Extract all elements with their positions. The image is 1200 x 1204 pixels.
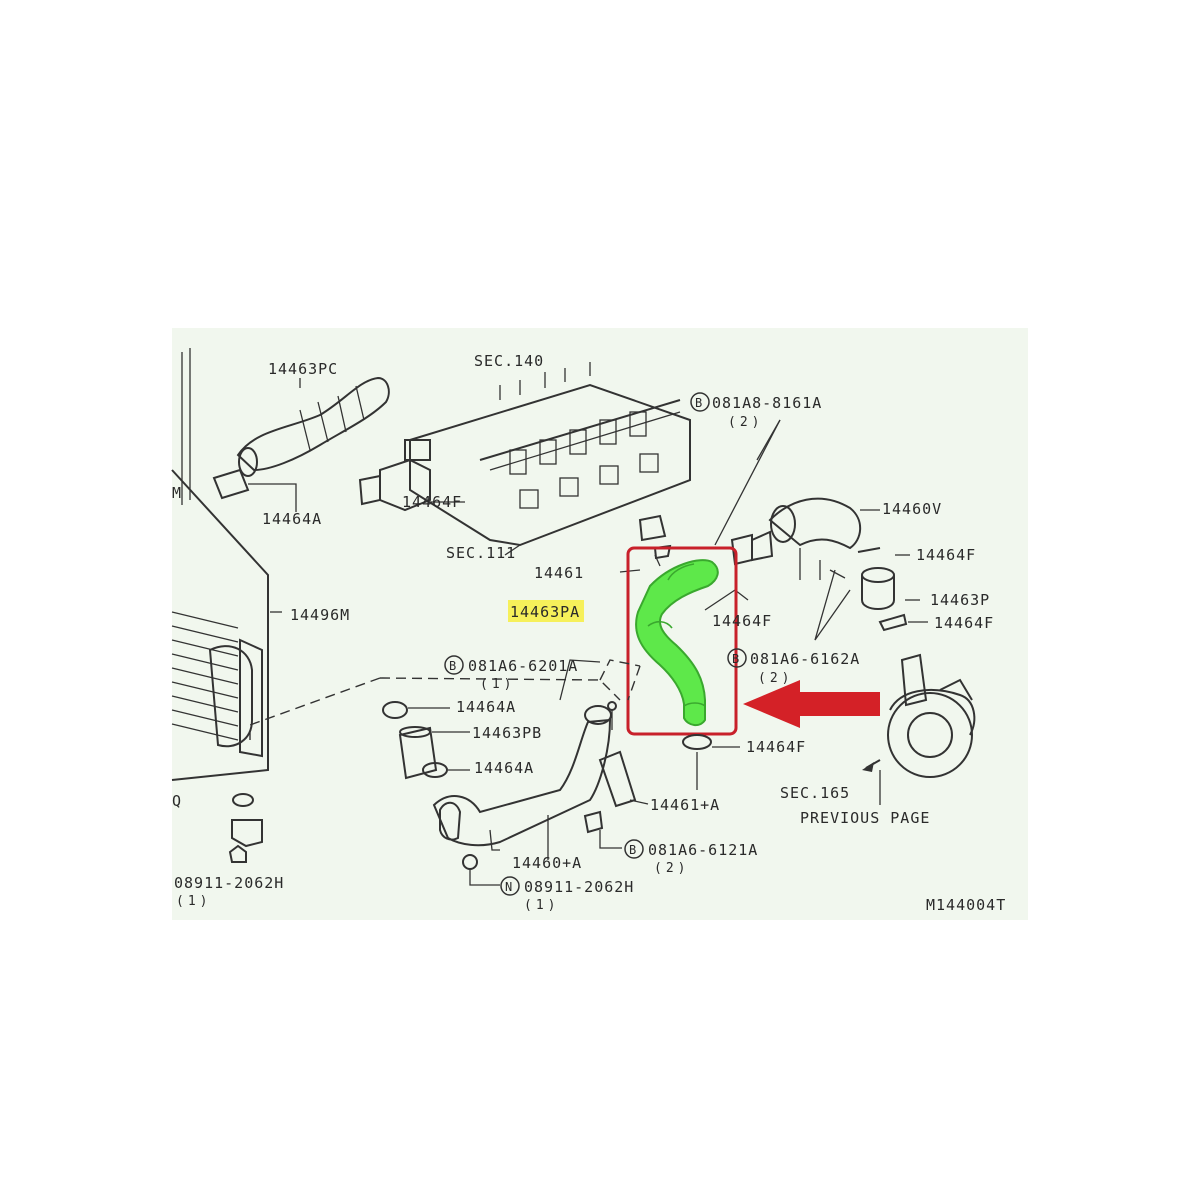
- qty-081a6-6201a: (1): [480, 677, 515, 692]
- label-diagram-code: M144004T: [926, 896, 1006, 914]
- label-081a6-6121a: 081A6-6121A: [648, 841, 758, 859]
- label-14464f-right-2: 14464F: [934, 614, 994, 632]
- label-previous-page: PREVIOUS PAGE: [800, 809, 930, 827]
- label-edge-m: M: [172, 484, 182, 502]
- nut-marker-center-letter: N: [505, 880, 513, 894]
- label-14460-a: 14460+A: [512, 854, 582, 872]
- bolt-marker-bottom: [624, 839, 644, 859]
- label-081a8-6162a: 081A6-6162A: [750, 650, 860, 668]
- label-14463pb: 14463PB: [472, 724, 542, 742]
- label-14464a-2: 14464A: [474, 759, 534, 777]
- cylinder-head-drawing: [358, 362, 691, 556]
- bolt-marker-top-letter: B: [695, 396, 703, 410]
- label-08911-2062h-left: 08911-2062H: [174, 874, 284, 892]
- label-14464f-right-1: 14464F: [916, 546, 976, 564]
- label-14464a-1: 14464A: [456, 698, 516, 716]
- label-14464f-bottom: 14464F: [746, 738, 806, 756]
- bolt-marker-right-letter: B: [732, 652, 740, 666]
- nut-marker-center: [500, 876, 520, 896]
- label-14464a-top: 14464A: [262, 510, 322, 528]
- bolt-marker-top: [690, 392, 710, 412]
- label-14460v: 14460V: [882, 500, 942, 518]
- label-edge-q: Q: [172, 792, 182, 810]
- label-14463pc: 14463PC: [268, 360, 338, 378]
- bolt-marker-bottom-letter: B: [629, 843, 637, 857]
- label-sec-140: SEC.140: [474, 352, 544, 370]
- label-sec-111: SEC.111: [446, 544, 516, 562]
- qty-08911-2062h-center: (1): [524, 898, 559, 913]
- label-081a8-8161a: 081A8-8161A: [712, 394, 822, 412]
- bolt-marker-left: [444, 655, 464, 675]
- labels: 14463PC 14464A SEC.140 14464F SEC.111 B …: [172, 352, 1006, 914]
- label-14461: 14461: [534, 564, 584, 582]
- label-sec-165: SEC.165: [780, 784, 850, 802]
- lower-pipe-drawing: [249, 659, 649, 886]
- red-arrow: [743, 680, 880, 728]
- leader-lines-top: [619, 419, 851, 641]
- bolt-marker-left-letter: B: [449, 659, 457, 673]
- qty-081a6-6121a: (2): [654, 861, 689, 876]
- label-08911-2062h-center: 08911-2062H: [524, 878, 634, 896]
- label-14463p: 14463P: [930, 591, 990, 609]
- hose-14463pa-highlight: [626, 546, 738, 736]
- qty-081a8-8161a: (2): [728, 415, 763, 430]
- label-14496m: 14496M: [290, 606, 350, 624]
- label-14461-a: 14461+A: [650, 796, 720, 814]
- qty-08911-2062h-left: (1): [176, 894, 211, 909]
- label-081a6-6201a: 081A6-6201A: [468, 657, 578, 675]
- turbo-side-drawing: [751, 497, 976, 805]
- hose-14463pc-drawing: [212, 376, 390, 512]
- gasket-bottom-drawing: [682, 734, 740, 790]
- label-14464f-head: 14464F: [402, 493, 462, 511]
- label-14464f-mid: 14464F: [712, 612, 772, 630]
- label-14463pa: 14463PA: [510, 603, 580, 621]
- intercooler-drawing: [171, 348, 282, 863]
- qty-081a8-6162a: (2): [758, 671, 793, 686]
- bolt-marker-right: [727, 648, 747, 668]
- highlight-box: [626, 546, 738, 736]
- label-highlight: [508, 600, 584, 622]
